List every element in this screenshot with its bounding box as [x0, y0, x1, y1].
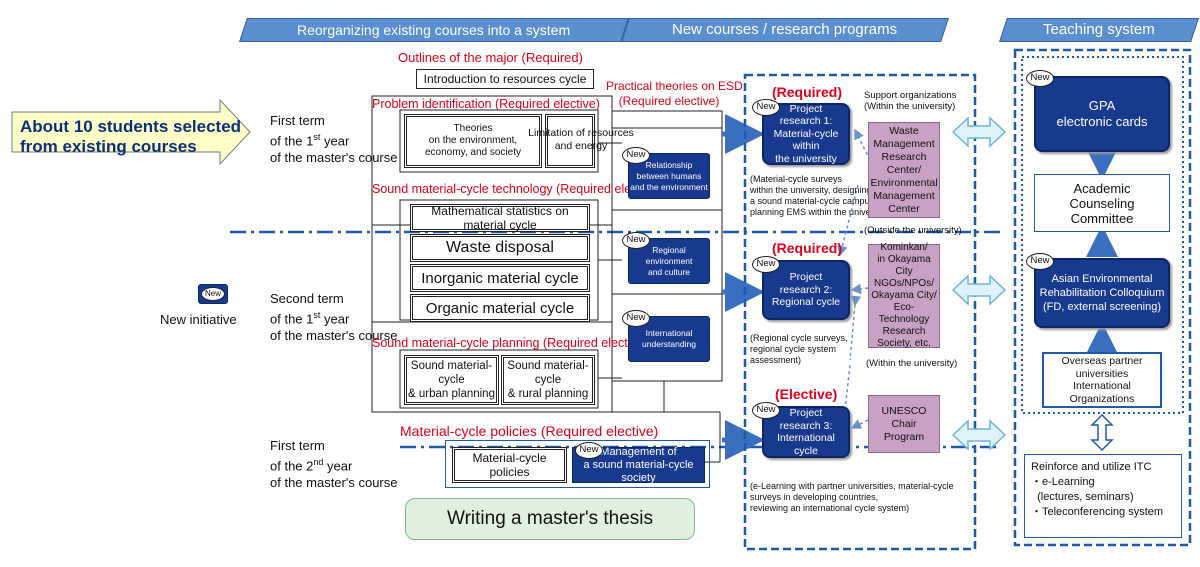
header-new-courses: New courses / research programs	[621, 18, 949, 42]
inorganic-course: Inorganic material cycle	[410, 264, 590, 292]
esd-label: Practical theories on ESD(Required elect…	[606, 79, 743, 108]
organic-course: Organic material cycle	[410, 294, 590, 322]
new-badge-project-1: New	[752, 99, 780, 116]
new-badge-management: New	[575, 442, 603, 459]
elective-label: (Elective)	[775, 386, 838, 402]
required-label-1: (Required)	[772, 84, 842, 100]
problem-label: Problem identification (Required electiv…	[372, 97, 600, 111]
required-label-2: (Required)	[772, 240, 842, 256]
intro-resources-cycle: Introduction to resources cycle	[416, 69, 594, 89]
rural-planning-course: Sound material-cycle& rural planning	[501, 355, 595, 405]
support-label-outside: (Outside the university)	[864, 225, 962, 236]
students-arrow	[11, 98, 251, 166]
project-3-note: (e-Learning with partner universities, m…	[750, 481, 954, 513]
math-statistics-course: Mathematical statistics on material cycl…	[410, 204, 590, 232]
term-first-2nd-year: First term of the 2nd year of the master…	[270, 438, 398, 491]
support-label-within: Support organizations(Within the univers…	[864, 90, 957, 112]
itc-box: Reinforce and utilize ITC・e-Learning (le…	[1024, 454, 1182, 538]
technology-label: Sound material-cycle technology (Require…	[372, 182, 662, 196]
new-badge-project-3: New	[752, 402, 780, 419]
policies-course: Material-cycle policies	[452, 447, 567, 483]
limitation-course	[545, 114, 595, 168]
outlines-label: Outlines of the major (Required)	[398, 50, 583, 65]
project-2-note: (Regional cycle surveys,regional cycle s…	[750, 333, 848, 365]
new-initiative-label: New initiative	[160, 312, 237, 327]
header-teaching-system: Teaching system	[999, 18, 1199, 42]
new-badge-colloquium: New	[1026, 253, 1054, 270]
term-second-1st-year: Second term of the 1st year of the maste…	[270, 291, 398, 344]
new-badge-gpa: New	[1026, 70, 1054, 87]
policies-label: Material-cycle policies (Required electi…	[400, 423, 659, 439]
new-badge-project-2: New	[752, 256, 780, 273]
planning-label: Sound material-cycle planning (Required …	[372, 336, 648, 350]
support-label-within-2: (Within the university)	[866, 358, 958, 369]
urban-planning-course: Sound material-cycle& urban planning	[404, 355, 499, 405]
new-badge-international: New	[622, 310, 650, 327]
new-initiative-icon: New	[198, 284, 228, 304]
policies-group	[445, 440, 710, 488]
new-badge-relationship: New	[622, 147, 650, 164]
master-thesis: Writing a master's thesis	[405, 498, 695, 540]
new-badge-regional: New	[622, 232, 650, 249]
term-first-1st-year: First term of the 1st year of the master…	[270, 113, 398, 166]
waste-disposal-course: Waste disposal	[410, 234, 590, 262]
header-reorganizing: Reorganizing existing courses into a sys…	[239, 18, 629, 42]
